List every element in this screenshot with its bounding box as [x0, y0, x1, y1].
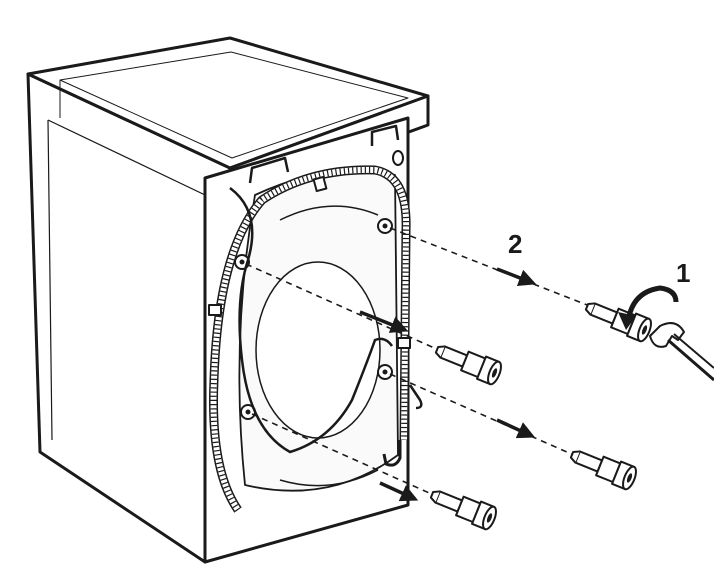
dashed-path-2 [245, 263, 451, 356]
transit-bolt-2 [434, 345, 502, 386]
hose-clip-right [397, 337, 411, 349]
pull-arrow-1 [496, 267, 537, 287]
power-cable [229, 187, 394, 454]
spanner-wrench [649, 322, 714, 382]
pull-arrow-4 [379, 481, 419, 502]
curved-rotate-arrow-icon [618, 285, 679, 330]
transit-bolt-3 [569, 450, 637, 491]
bolt-socket-top-right [377, 218, 393, 234]
hose-clip-left [208, 304, 222, 316]
dashed-path-1 [389, 227, 601, 311]
pull-arrow-2 [359, 310, 409, 333]
transit-bolt-with-wrench [584, 302, 652, 343]
step-label-1: 1 [676, 258, 690, 288]
direction-arrows [359, 267, 537, 502]
pull-arrow-3 [496, 418, 536, 439]
bolt-socket-mid-right [377, 364, 393, 380]
top-clip-left [248, 156, 290, 184]
washing-machine [26, 36, 430, 564]
top-clip-right [370, 124, 400, 146]
dashed-path-3 [389, 373, 586, 461]
corner-screw [392, 150, 404, 166]
side-panel-crease [47, 119, 53, 441]
step-label-2: 2 [508, 229, 522, 259]
drum-outline [255, 261, 381, 439]
hose-hook [382, 440, 402, 467]
transit-bolt-4 [429, 490, 497, 531]
hose-clip-top [312, 175, 328, 193]
